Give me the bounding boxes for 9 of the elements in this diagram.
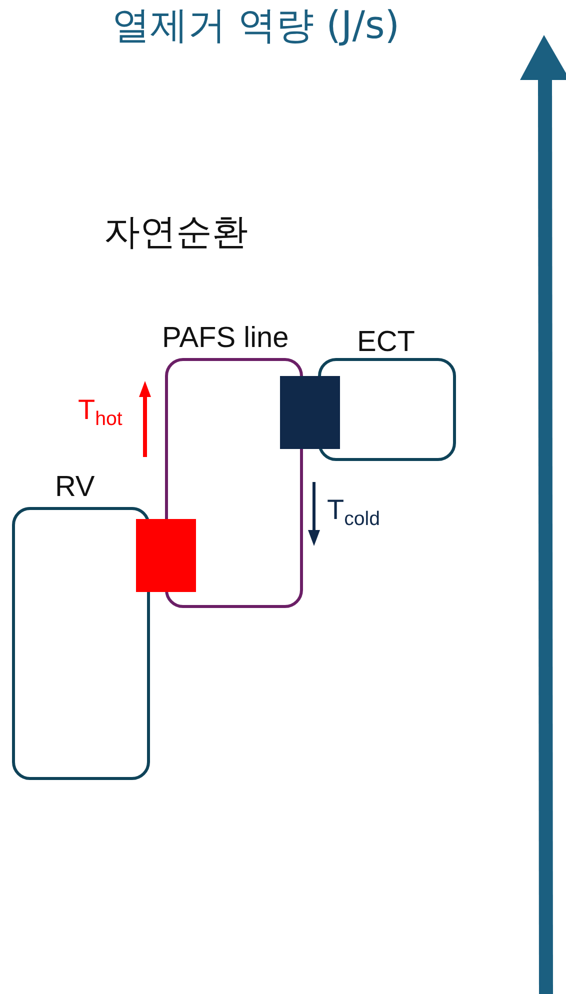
heat-exchanger-block bbox=[280, 376, 340, 449]
heat-exchanger-block bbox=[136, 519, 196, 592]
component-label: ECT bbox=[357, 326, 415, 359]
component-label: RV bbox=[55, 471, 95, 504]
diagram-label: 자연순환 bbox=[104, 210, 248, 254]
diagram-title: 열제거 역량 (J/s) bbox=[112, 2, 400, 49]
temperature-label: T$_{hot}$ bbox=[78, 394, 122, 431]
temperature-label: T$_{cold}$ bbox=[327, 494, 380, 531]
component-label: PAFS line bbox=[162, 322, 289, 355]
